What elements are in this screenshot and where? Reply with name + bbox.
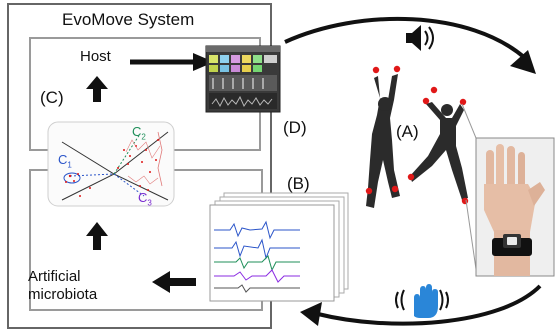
arrow-signals-to-micro-shaft xyxy=(168,278,196,286)
daw-screenshot xyxy=(205,45,281,113)
host-label: Host xyxy=(80,48,111,65)
cluster-label-c1: C1 xyxy=(58,152,72,170)
arrow-up-micro-shaft xyxy=(93,234,101,250)
panel-label-c: (C) xyxy=(40,88,64,107)
zoom-line-bottom xyxy=(465,199,478,277)
cluster-label-c3-letter: C xyxy=(138,190,148,205)
dancer-1-silhouette xyxy=(365,65,401,208)
hand-sensor-photo xyxy=(475,137,555,277)
system-frame xyxy=(7,3,272,329)
cluster-label-c3: C3 xyxy=(138,190,152,208)
waving-hand-icon xyxy=(395,284,449,318)
zoom-line-top xyxy=(461,103,477,139)
cluster-label-c2: C2 xyxy=(132,124,146,142)
curved-arrow-sound-head xyxy=(510,50,536,74)
cluster-diagram xyxy=(47,121,175,207)
arrow-host-to-daw-head xyxy=(193,53,214,71)
curved-arrow-gesture xyxy=(317,284,542,326)
signal-plots-stack xyxy=(209,192,349,302)
panel-label-d: (D) xyxy=(283,118,307,137)
panel-label-b: (B) xyxy=(287,174,310,193)
panel-label-a: (A) xyxy=(396,122,419,141)
microbiota-label-line2: microbiota xyxy=(28,286,98,303)
cluster-label-c3-sub: 3 xyxy=(147,198,152,208)
cluster-label-c1-sub: 1 xyxy=(67,160,72,170)
speaker-icon xyxy=(406,25,434,51)
cluster-label-c2-sub: 2 xyxy=(141,132,146,142)
arrow-signals-to-micro-head xyxy=(152,271,170,293)
curved-arrow-sound xyxy=(284,16,527,60)
arrow-up-micro-head xyxy=(86,222,108,236)
dancer-2-silhouette xyxy=(407,86,469,205)
cluster-label-c1-letter: C xyxy=(58,152,68,167)
system-title: EvoMove System xyxy=(62,10,195,29)
cluster-label-c2-letter: C xyxy=(132,124,142,139)
arrow-up-host-head xyxy=(86,76,108,89)
curved-arrow-gesture-head xyxy=(300,302,322,326)
arrow-up-host-shaft xyxy=(93,88,101,102)
microbiota-label-line1: Artificial xyxy=(28,268,81,285)
